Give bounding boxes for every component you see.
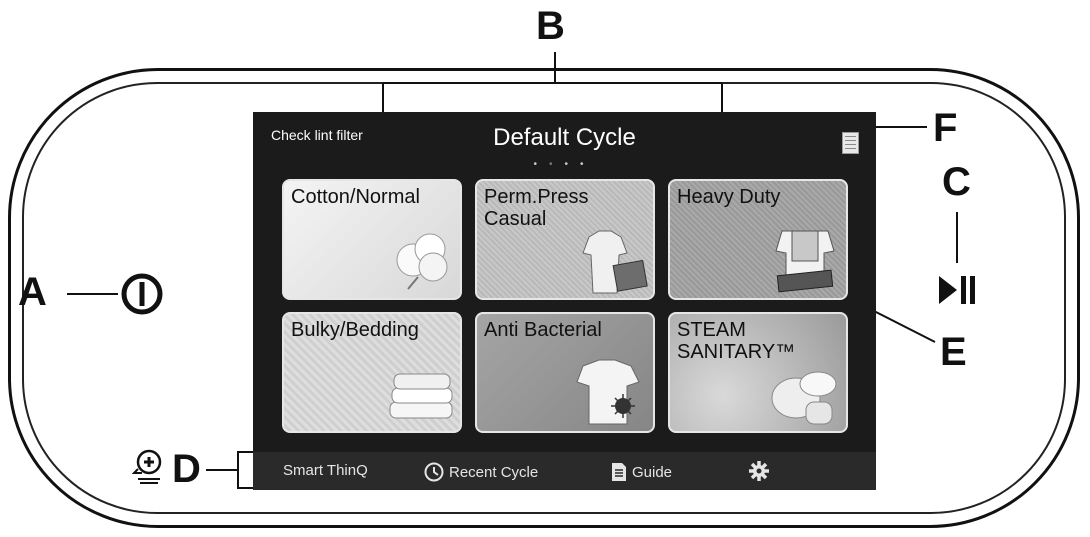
baby-clothes-icon	[771, 371, 837, 425]
settings-button[interactable]	[749, 461, 774, 481]
callout-f: F	[933, 106, 958, 150]
callout-c: C	[942, 160, 971, 204]
appliance-panel-outline	[8, 68, 1080, 528]
cycle-label: Anti Bacterial	[484, 319, 602, 341]
shirt-icon	[582, 230, 648, 294]
cycle-tile-bulky-bedding[interactable]: Bulky/Bedding	[282, 312, 462, 433]
smart-diagnosis-icon	[131, 449, 166, 492]
cycle-label: STEAM SANITARY™	[677, 319, 796, 363]
guide-button[interactable]: Guide	[611, 462, 672, 482]
towels-icon	[389, 373, 453, 419]
overalls-icon	[775, 230, 835, 293]
screen-title: Default Cycle	[493, 124, 636, 151]
callout-b: B	[536, 4, 565, 48]
cycle-label: Heavy Duty	[677, 186, 781, 208]
power-icon[interactable]	[120, 272, 164, 321]
page-dot: •	[548, 159, 565, 170]
callout-d: D	[172, 447, 201, 491]
page-indicator: ••••	[253, 159, 876, 170]
touch-screen: Check lint filter Default Cycle •••• Cot…	[253, 112, 876, 490]
cycle-label: Bulky/Bedding	[291, 319, 419, 341]
guide-label: Guide	[632, 463, 673, 481]
page-dot: •	[533, 159, 549, 170]
cycle-label: Perm.Press Casual	[484, 186, 589, 230]
callout-e: E	[940, 330, 967, 374]
play-pause-icon[interactable]	[937, 272, 979, 313]
lint-filter-message: Check lint filter	[271, 127, 363, 143]
cycle-tile-heavy-duty[interactable]: Heavy Duty	[668, 179, 848, 300]
cycle-tile-steam-sanitary[interactable]: STEAM SANITARY™	[668, 312, 848, 433]
menu-icon[interactable]	[842, 132, 859, 154]
smart-thinq-label: Smart ThinQ	[283, 462, 368, 479]
cycle-label: Cotton/Normal	[291, 186, 420, 208]
recent-cycle-label: Recent Cycle	[449, 463, 539, 481]
page-dot: •	[580, 159, 596, 170]
tshirt-bacteria-icon	[576, 359, 640, 425]
cotton-icon	[396, 233, 448, 290]
clock-icon	[424, 462, 444, 482]
callout-a: A	[18, 270, 47, 314]
document-icon	[612, 463, 626, 481]
cycle-tile-anti-bacterial[interactable]: Anti Bacterial	[475, 312, 655, 433]
cycle-tile-cotton-normal[interactable]: Cotton/Normal	[282, 179, 462, 300]
gear-icon	[749, 461, 769, 481]
cycle-tile-perm-press[interactable]: Perm.Press Casual	[475, 179, 655, 300]
page-dot: •	[564, 159, 581, 170]
smart-thinq-button[interactable]: Smart ThinQ	[283, 462, 368, 479]
bottom-bar: Smart ThinQ Recent Cycle Guide	[253, 452, 876, 490]
recent-cycle-button[interactable]: Recent Cycle	[424, 462, 538, 482]
